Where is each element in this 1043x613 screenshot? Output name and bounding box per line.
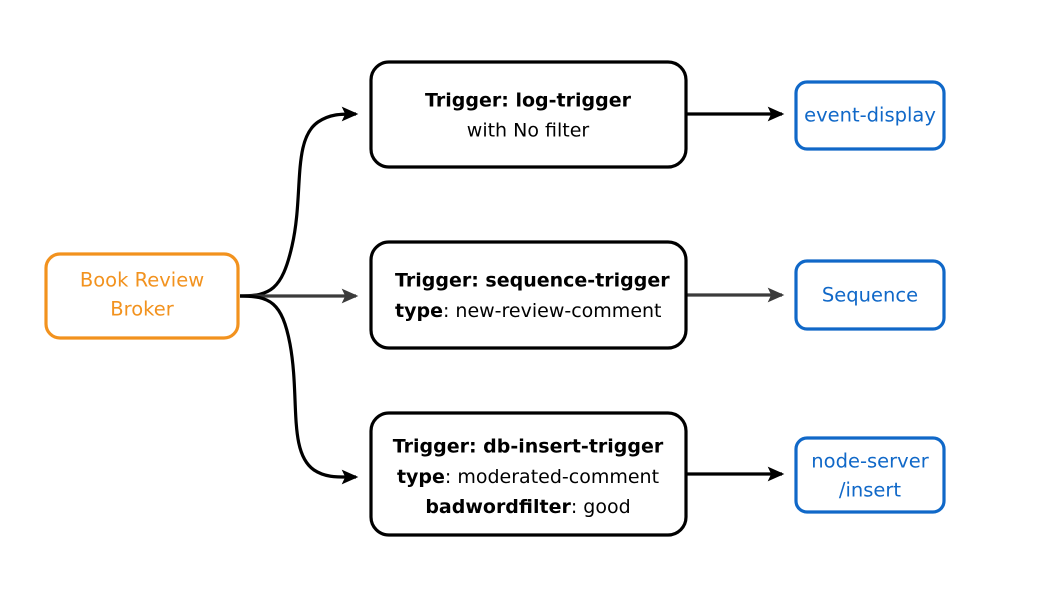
- book-review-broker-label-line2: Broker: [110, 298, 174, 321]
- sequence-trigger-shape[interactable]: [369, 240, 688, 350]
- log-trigger-line2-rest: with No filter: [467, 120, 590, 142]
- node-db-insert-trigger[interactable]: Trigger: db-insert-trigger type: moderat…: [369, 411, 688, 537]
- db-insert-trigger-shape[interactable]: [369, 411, 688, 537]
- edge-broker-to-db-insert-trigger: [239, 294, 359, 485]
- edge-broker-to-log-trigger: [239, 106, 359, 298]
- event-display-label: event-display: [804, 104, 936, 127]
- sequence-shape[interactable]: [794, 259, 946, 331]
- edges-group: [239, 106, 785, 485]
- node-event-display[interactable]: event-display: [794, 80, 946, 151]
- book-review-broker-shape[interactable]: [44, 252, 240, 340]
- sequence-trigger-line2: type: new-review-comment: [395, 300, 662, 322]
- node-server-insert-shape[interactable]: [794, 436, 946, 514]
- book-review-broker-label-line1: Book Review: [80, 269, 204, 292]
- node-book-review-broker[interactable]: Book Review Broker: [44, 252, 240, 340]
- db-insert-trigger-line1-bold: Trigger: db-insert-trigger: [393, 436, 664, 458]
- db-insert-trigger-line3-rest: : good: [571, 496, 631, 518]
- sequence-trigger-line2-bold: type: [395, 300, 443, 322]
- node-server-insert-label-line2: /insert: [839, 479, 902, 502]
- event-display-shape[interactable]: [794, 80, 946, 151]
- db-insert-trigger-line3-bold: badwordfilter: [425, 496, 571, 518]
- node-server-insert-label-line1: node-server: [811, 450, 929, 473]
- db-insert-trigger-line3: badwordfilter: good: [425, 496, 630, 518]
- sequence-trigger-line2-rest: : new-review-comment: [443, 300, 662, 322]
- node-log-trigger[interactable]: Trigger: log-trigger with No filter: [369, 60, 688, 169]
- db-insert-trigger-line2-bold: type: [397, 466, 445, 488]
- node-node-server-insert[interactable]: node-server /insert: [794, 436, 946, 514]
- db-insert-trigger-line2-rest: : moderated-comment: [445, 466, 659, 488]
- log-trigger-line1-bold: Trigger: log-trigger: [425, 90, 632, 112]
- node-sequence-trigger[interactable]: Trigger: sequence-trigger type: new-revi…: [369, 240, 688, 350]
- sequence-label: Sequence: [822, 284, 918, 307]
- node-sequence[interactable]: Sequence: [794, 259, 946, 331]
- db-insert-trigger-line2: type: moderated-comment: [397, 466, 659, 488]
- sequence-trigger-line1-bold: Trigger: sequence-trigger: [395, 270, 670, 292]
- log-trigger-shape[interactable]: [369, 60, 688, 169]
